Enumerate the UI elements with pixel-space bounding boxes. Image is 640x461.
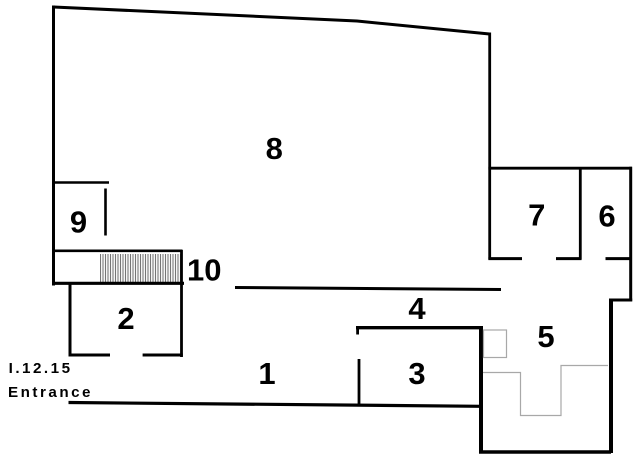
svg-text:4: 4 [408, 291, 426, 326]
svg-text:9: 9 [70, 205, 87, 240]
svg-text:I.12.15: I.12.15 [9, 360, 73, 377]
svg-text:6: 6 [598, 199, 615, 234]
svg-text:Entrance: Entrance [8, 384, 93, 401]
svg-text:5: 5 [537, 319, 554, 354]
svg-text:2: 2 [117, 301, 134, 336]
svg-text:3: 3 [408, 356, 425, 391]
svg-text:1: 1 [258, 356, 275, 391]
svg-text:8: 8 [266, 131, 283, 166]
svg-text:10: 10 [187, 253, 221, 288]
svg-text:7: 7 [528, 198, 545, 233]
